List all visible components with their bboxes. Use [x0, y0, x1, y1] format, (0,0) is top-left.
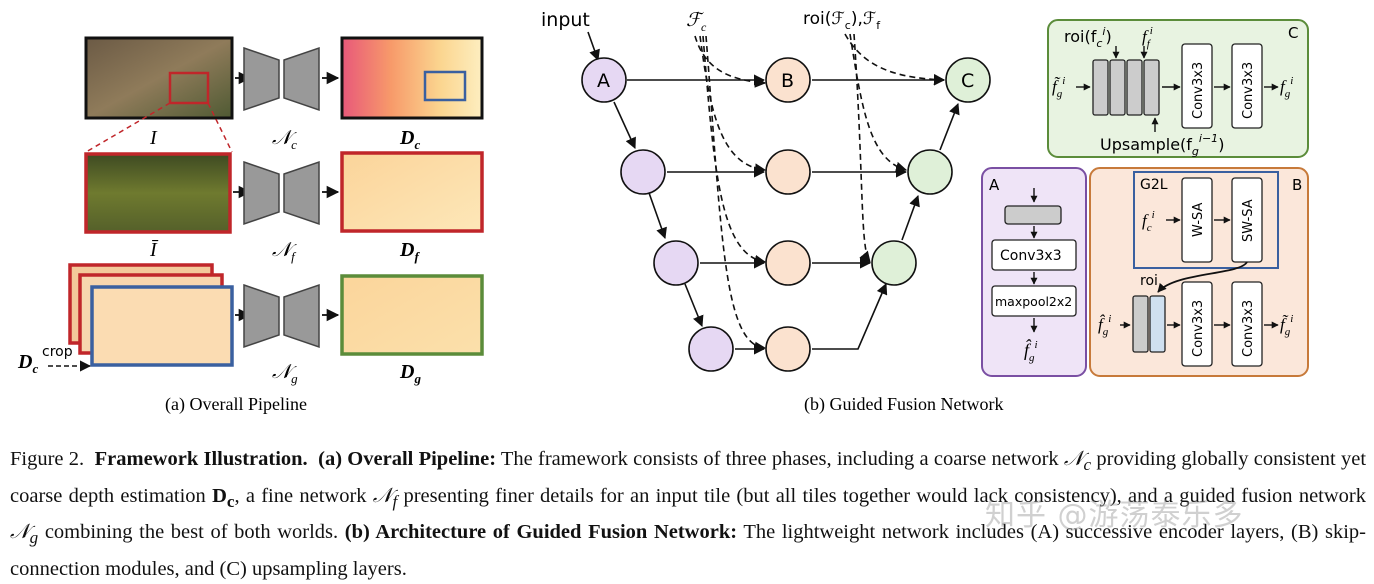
block-b-tag: B [1292, 176, 1302, 194]
block-b-g2l-label: G2L [1140, 177, 1168, 193]
block-c-tag: C [1288, 24, 1298, 42]
block-c-conv-2 [1231, 43, 1263, 129]
node-C [945, 57, 991, 103]
network-Ng-decoder [283, 283, 320, 349]
block-a-conv-label: Conv3x3 [1000, 248, 1062, 264]
label-Df: Df [399, 239, 420, 264]
node-B-label: B [781, 70, 794, 92]
block-a-encoder: A Conv3x3 maxpool2x2 f̂gi [981, 167, 1087, 377]
block-c-upsample-label: Upsample(fgi−1) [1100, 132, 1224, 158]
block-c-conv-1 [1181, 43, 1213, 129]
roi-box-red [168, 71, 210, 105]
caption-a-heading: (a) Overall Pipeline: [318, 448, 497, 470]
skip-node-4 [765, 326, 811, 372]
panel-a-overall-pipeline: I 𝒩c Dc Ī 𝒩f Df 𝒩g Dg Dc crop (a) Overal… [17, 36, 484, 415]
block-a-output-label: f̂gi [1024, 339, 1038, 364]
block-c-ff-label: ffi [1142, 25, 1153, 50]
block-b-g2l-box [1133, 171, 1279, 269]
label-Nc: 𝒩c [272, 127, 297, 152]
caption-title: Framework Illustration. [94, 448, 308, 470]
caption-panel-a: (a) Overall Pipeline [165, 394, 307, 415]
block-a-input-tensor [1004, 205, 1062, 225]
label-crop-sup: crop [42, 344, 73, 360]
block-b-concat-1 [1132, 295, 1149, 353]
block-a-maxpool-label: maxpool2x2 [995, 294, 1072, 309]
decoder-node-3 [871, 240, 917, 286]
block-c-concat-1 [1092, 59, 1109, 116]
block-b-conv-1 [1181, 281, 1213, 367]
skip-node-3 [765, 240, 811, 286]
label-Dc: Dc [399, 127, 420, 152]
label-Dc-crop: Dc [17, 351, 38, 376]
block-a-conv [991, 239, 1077, 271]
block-c-roi-label: roi(fci) [1064, 25, 1112, 50]
block-b-wsa [1181, 177, 1213, 263]
network-Ng-encoder [243, 283, 280, 349]
block-b-wsa-label: W-SA [1191, 202, 1206, 237]
caption-b-heading: (b) Architecture of Guided Fusion Networ… [344, 521, 738, 544]
block-b-swsa-label: SW-SA [1241, 199, 1256, 242]
network-Nc-decoder [283, 46, 320, 112]
caption-panel-b: (b) Guided Fusion Network [804, 394, 1003, 415]
block-a-tag: A [989, 176, 1000, 194]
decoder-node-2 [907, 149, 953, 195]
block-b-fc-label: fci [1142, 209, 1155, 234]
block-b-conv-2 [1231, 281, 1263, 367]
label-input: input [541, 9, 590, 31]
block-b-roi-label: roi [1140, 273, 1158, 289]
block-c-input-label: f̃gi [1052, 75, 1065, 100]
block-b-skip-connection: B G2L fci W-SA SW-SA roi f̂gi Conv3x3 Co… [1089, 167, 1309, 377]
block-c-concat-4 [1143, 59, 1160, 116]
figure-diagram: I 𝒩c Dc Ī 𝒩f Df 𝒩g Dg Dc crop (a) Overal… [17, 9, 1309, 415]
depth-map-Dg [340, 274, 484, 356]
stack-tile-3 [90, 285, 234, 367]
depth-map-Dc [340, 36, 484, 120]
node-C-label: C [961, 70, 974, 92]
caption-fig-number: Figure 2. [10, 448, 85, 470]
block-c-conv-2-label: Conv3x3 [1241, 62, 1256, 119]
panel-b-guided-fusion-network: input ℱc roi(ℱc),ℱf A B [541, 9, 1003, 415]
label-Fc: ℱc [686, 10, 707, 34]
block-c-concat-2 [1109, 59, 1126, 116]
block-c-upsampling: C roi(fci) ffi f̃gi Conv3x3 Conv3x3 fgi … [1047, 19, 1309, 158]
network-Nf-decoder [283, 160, 320, 226]
caption-ng: 𝒩g [10, 521, 39, 548]
encoder-node-3 [653, 240, 699, 286]
label-roi-Fc-Ff: roi(ℱc),ℱf [803, 9, 881, 32]
caption-dc: Dc [212, 484, 235, 511]
label-Ng: 𝒩g [272, 361, 298, 386]
depth-map-Df [340, 151, 484, 233]
caption-nf: 𝒩f [372, 484, 398, 511]
caption-nc: 𝒩c [1063, 448, 1092, 475]
skip-node-2 [765, 149, 811, 195]
network-Nf-encoder [243, 160, 280, 226]
block-b-conv-2-label: Conv3x3 [1241, 300, 1256, 357]
node-A [581, 57, 627, 103]
label-Ibar: Ī [149, 239, 159, 261]
block-c-concat-3 [1126, 59, 1143, 116]
node-B [765, 57, 811, 103]
block-c-output-label: fgi [1280, 75, 1293, 100]
encoder-node-4 [688, 326, 734, 372]
encoder-node-2 [620, 149, 666, 195]
block-b-output-label: f̃gi [1280, 313, 1293, 338]
block-b-input-label: f̂gi [1098, 313, 1111, 338]
label-I: I [149, 127, 158, 149]
block-c-conv-1-label: Conv3x3 [1191, 62, 1206, 119]
block-b-conv-1-label: Conv3x3 [1191, 300, 1206, 357]
watermark: 知乎 @游荡泰乐多 [985, 498, 1244, 533]
block-b-concat-2 [1149, 295, 1166, 353]
image-tile-Ibar [84, 152, 232, 234]
node-A-label: A [597, 70, 610, 92]
block-a-maxpool [991, 285, 1077, 317]
roi-box-blue [423, 70, 467, 102]
network-Nc-encoder [243, 46, 280, 112]
label-Dg: Dg [399, 361, 421, 386]
label-Nf: 𝒩f [272, 239, 297, 264]
